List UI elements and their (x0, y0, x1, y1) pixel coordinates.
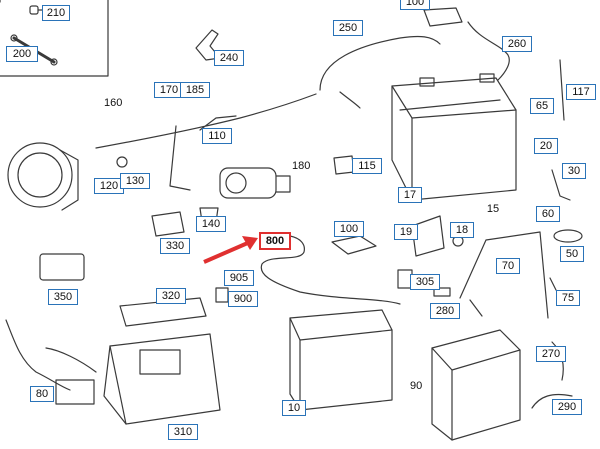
label-160: 160 (104, 97, 123, 109)
callout-210[interactable]: 210 (42, 5, 70, 21)
callout-130[interactable]: 130 (120, 173, 150, 189)
callout-320[interactable]: 320 (156, 288, 186, 304)
clip-330-icon (151, 211, 185, 237)
callout-270[interactable]: 270 (536, 346, 566, 362)
holddown-70-icon (459, 231, 549, 319)
label-90: 90 (410, 380, 423, 392)
callout-19[interactable]: 19 (394, 224, 418, 240)
callout-60[interactable]: 60 (536, 206, 560, 222)
cable-80-icon (5, 319, 97, 391)
callout-110[interactable]: 110 (202, 128, 232, 144)
callout-20[interactable]: 20 (534, 138, 558, 154)
starter-icon (219, 167, 291, 199)
callout-260[interactable]: 260 (502, 36, 532, 52)
callout-115[interactable]: 115 (352, 158, 382, 174)
callout-100-mid[interactable]: 100 (334, 221, 364, 237)
battery-15-icon (391, 73, 517, 201)
cable-250-icon (319, 35, 441, 109)
battery-90-icon (431, 329, 521, 441)
callout-330[interactable]: 330 (160, 238, 190, 254)
callout-350[interactable]: 350 (48, 289, 78, 305)
callout-15: 15 (482, 202, 504, 216)
callout-290[interactable]: 290 (552, 399, 582, 415)
callout-120[interactable]: 120 (94, 178, 124, 194)
callout-170[interactable]: 170 (154, 82, 184, 98)
callout-305[interactable]: 305 (410, 274, 440, 290)
callout-18[interactable]: 18 (450, 222, 474, 238)
callout-117[interactable]: 117 (566, 84, 596, 100)
bracket-240-icon (195, 29, 221, 61)
fusebox-310-icon (103, 333, 221, 425)
cover-100-top-icon (423, 7, 463, 27)
alternator-icon (7, 142, 79, 211)
inset-frame (0, 0, 109, 77)
callout-65[interactable]: 65 (530, 98, 554, 114)
callout-30[interactable]: 30 (562, 163, 586, 179)
callout-80[interactable]: 80 (30, 386, 54, 402)
cover-100-mid-icon (331, 235, 377, 255)
label-180: 180 (292, 160, 311, 172)
callout-900[interactable]: 900 (228, 291, 258, 307)
callout-50[interactable]: 50 (560, 246, 584, 262)
connector-350-icon (39, 253, 85, 281)
callout-17[interactable]: 17 (398, 187, 422, 203)
callout-200[interactable]: 200 (6, 46, 38, 62)
battery-10-icon (289, 309, 393, 411)
callout-100-top[interactable]: 100 (400, 0, 430, 10)
callout-800[interactable]: 800 (259, 232, 291, 250)
callout-310[interactable]: 310 (168, 424, 198, 440)
callout-905[interactable]: 905 (224, 270, 254, 286)
callout-140[interactable]: 140 (196, 216, 226, 232)
callout-75[interactable]: 75 (556, 290, 580, 306)
cable-260-icon (467, 21, 510, 81)
callout-240[interactable]: 240 (214, 50, 244, 66)
callout-185[interactable]: 185 (180, 82, 210, 98)
harness-110-icon (95, 93, 317, 149)
callout-250[interactable]: 250 (333, 20, 363, 36)
callout-10[interactable]: 10 (282, 400, 306, 416)
cable-800-icon (260, 235, 401, 305)
callout-280[interactable]: 280 (430, 303, 460, 319)
highlight-arrow-icon (203, 236, 258, 264)
callout-70[interactable]: 70 (496, 258, 520, 274)
